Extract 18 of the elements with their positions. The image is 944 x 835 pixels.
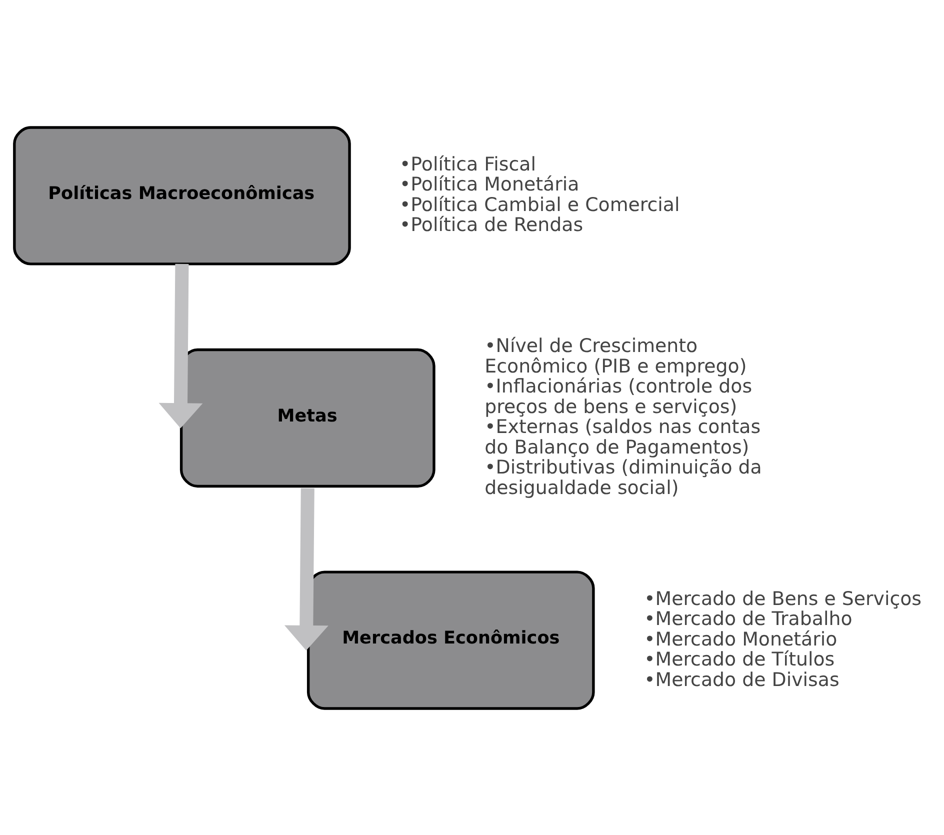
node-label: •Externas (saldos nas contas do Balanço de Pagamentos) xyxy=(484,416,760,458)
node-box: Mercados Econômicos xyxy=(306,570,594,710)
node-label: •Mercado de Divisas xyxy=(644,668,839,690)
node-label: •Política Cambial e Comercial xyxy=(399,193,680,216)
node-box: Políticas Macroeconômicas xyxy=(12,126,350,265)
node-label: •Mercado de Títulos xyxy=(644,648,834,670)
node-label: •Política Monetária xyxy=(399,173,579,196)
node-label: •Mercado Monetário xyxy=(644,628,837,650)
node-label: •Mercado de Bens e Serviços xyxy=(644,587,922,610)
arrow xyxy=(158,263,202,428)
node-label: •Política de Rendas xyxy=(399,214,583,236)
node-box: Metas xyxy=(179,348,435,488)
arrow xyxy=(284,488,328,650)
node-label: •Política Fiscal xyxy=(399,152,536,175)
node-label: •Nível de Crescimento Econômico (PIB e emprego) xyxy=(484,334,746,377)
node-label: •Mercado de Trabalho xyxy=(644,608,852,630)
node-label: •Distributivas (diminuição da desigualdade social) xyxy=(484,456,762,498)
node-label: •Inflacionárias (controle dos preços de bens e serviços) xyxy=(484,375,752,418)
